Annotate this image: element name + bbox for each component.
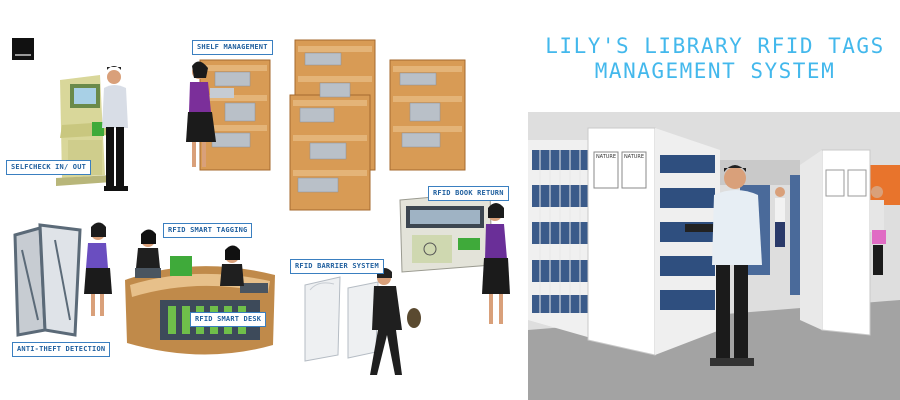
shelf-sign-text-1: NATURE xyxy=(595,154,617,160)
label-shelf-management: SHELF MANAGEMENT xyxy=(192,40,273,55)
shelf-sign-1 xyxy=(593,151,647,189)
shelf-sign-text-2: NATURE xyxy=(623,154,645,160)
selfcheck-kiosk xyxy=(56,75,112,186)
label-smart-tagging: RFID SMART TAGGING xyxy=(163,223,253,238)
person-at-kiosk xyxy=(102,66,128,191)
barrier-gates xyxy=(304,276,379,362)
woman-with-books xyxy=(186,61,234,167)
smart-desk xyxy=(125,256,275,355)
library-aisle-scene xyxy=(528,112,900,400)
brand-logo xyxy=(12,38,34,60)
label-barrier-system: RFID BARRIER SYSTEM xyxy=(290,259,384,274)
wooden-bookshelves xyxy=(199,39,466,211)
label-selfcheck: SELFCHECK IN/ OUT xyxy=(6,160,92,175)
page-title: LILY'S LIBRARY RFID TAGS MANAGEMENT SYST… xyxy=(545,34,885,84)
staff-members xyxy=(136,229,244,286)
book-return-machine xyxy=(399,191,493,273)
label-anti-theft: ANTI-THEFT DETECTION xyxy=(12,342,111,357)
woman-returning-books xyxy=(458,203,510,324)
woman-at-gates xyxy=(84,222,112,316)
left-bookshelves xyxy=(528,140,598,340)
anti-theft-gates xyxy=(13,223,82,337)
man-with-rfid-scanner xyxy=(685,165,762,366)
label-book-return: RFID BOOK RETURN xyxy=(428,186,509,201)
label-smart-desk: RFID SMART DESK xyxy=(190,312,267,327)
title-line-2: MANAGEMENT SYSTEM xyxy=(594,59,836,83)
title-line-1: LILY'S LIBRARY RFID TAGS xyxy=(545,34,885,58)
background-patrons xyxy=(775,186,886,275)
